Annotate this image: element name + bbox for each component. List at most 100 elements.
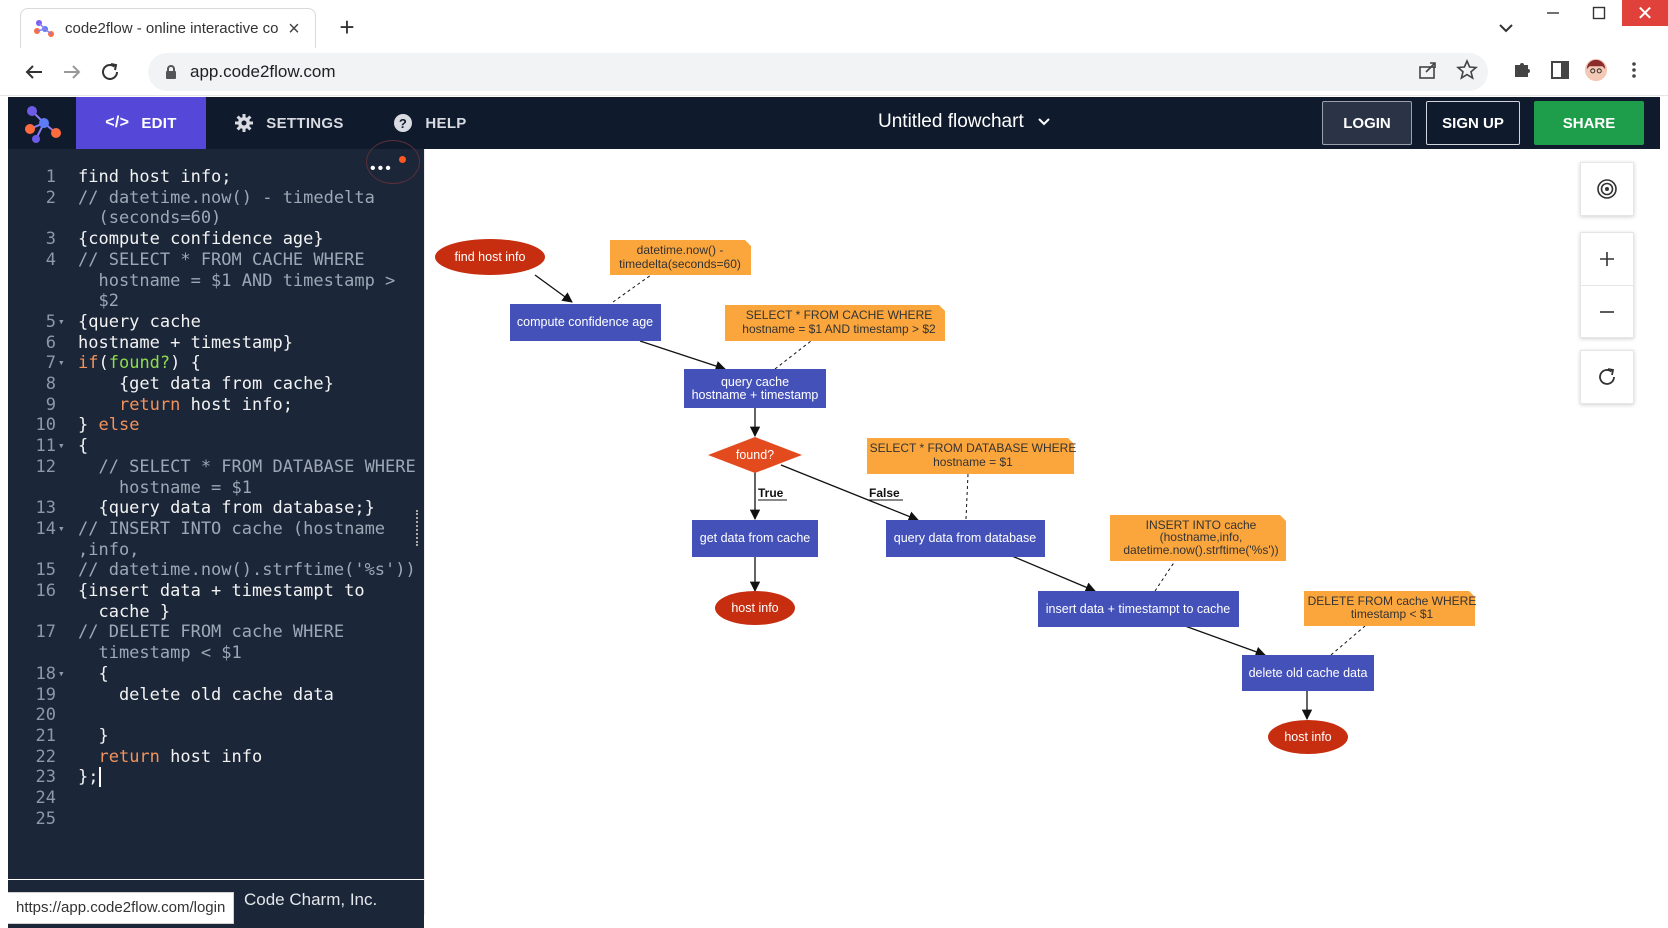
edge-label-true: True — [758, 486, 784, 500]
link-status-tooltip: https://app.code2flow.com/login — [8, 892, 235, 924]
profile-avatar[interactable] — [1584, 58, 1608, 82]
node-get-cache[interactable] — [692, 520, 818, 557]
share-page-icon[interactable] — [1416, 58, 1440, 82]
code-text: } else — [78, 415, 140, 436]
target-icon[interactable] — [1581, 163, 1633, 215]
node-host-info-2[interactable] — [1268, 720, 1348, 754]
more-dots-icon: ••• — [370, 160, 393, 177]
note-link-5 — [1330, 625, 1366, 656]
address-bar[interactable]: app.code2flow.com — [148, 53, 1488, 91]
node-query-cache[interactable] — [684, 369, 826, 408]
window-close-icon[interactable]: ✕ — [1622, 0, 1668, 26]
zoom-controls — [1580, 232, 1634, 338]
flowchart-canvas[interactable]: True False datetime.now() - timedelta(se… — [424, 149, 1652, 915]
line-number: 9 — [45, 394, 56, 415]
minimize-icon[interactable] — [1530, 0, 1576, 26]
new-tab-icon[interactable]: + — [339, 12, 355, 42]
fold-toggle-icon[interactable]: ▾ — [58, 666, 65, 680]
url-text: app.code2flow.com — [190, 62, 336, 81]
browser-menu-icon[interactable] — [1622, 58, 1646, 82]
line-number: 19 — [35, 684, 56, 705]
code2flow-logo-icon[interactable] — [22, 103, 66, 145]
note-2-line2: hostname = $1 AND timestamp > $2 — [742, 322, 936, 336]
signup-button[interactable]: SIGN UP — [1426, 101, 1520, 145]
note-1-line2: timedelta(seconds=60) — [619, 257, 741, 271]
code-text: $2 — [78, 291, 119, 312]
flowchart-svg: True False datetime.now() - timedelta(se… — [435, 239, 1476, 754]
node-host-info-1[interactable] — [715, 591, 795, 625]
login-button[interactable]: LOGIN — [1322, 101, 1412, 145]
flowchart-title-text: Untitled flowchart — [878, 111, 1024, 132]
refresh-control[interactable] — [1580, 350, 1634, 404]
zoom-out-icon[interactable] — [1581, 285, 1633, 337]
line-number: 21 — [35, 725, 56, 746]
fold-toggle-icon[interactable]: ▾ — [58, 314, 65, 328]
line-number: 22 — [35, 746, 56, 767]
line-number: 5 — [45, 311, 56, 332]
refresh-icon[interactable] — [1581, 351, 1633, 403]
share-button[interactable]: SHARE — [1534, 101, 1644, 145]
code-text: hostname = $1 AND timestamp > — [78, 270, 396, 291]
recenter-control[interactable] — [1580, 162, 1634, 216]
node-get-cache-label: get data from cache — [700, 531, 811, 545]
tab-settings-label: SETTINGS — [266, 114, 344, 132]
extensions-puzzle-icon[interactable] — [1510, 58, 1534, 82]
node-found-decision[interactable] — [708, 437, 802, 473]
browser-toolbar: app.code2flow.com — [0, 48, 1668, 96]
node-delete-label: delete old cache data — [1249, 666, 1368, 680]
node-delete[interactable] — [1242, 655, 1374, 691]
browser-tab[interactable]: code2flow - online interactive co × — [20, 8, 316, 48]
maximize-icon[interactable] — [1576, 0, 1622, 26]
line-number: 24 — [35, 788, 56, 808]
note-4 — [1110, 515, 1286, 561]
node-insert[interactable] — [1038, 591, 1239, 627]
note-2-line1: SELECT * FROM CACHE WHERE — [746, 308, 932, 322]
code-text: delete old cache data — [78, 684, 334, 705]
side-panel-icon[interactable] — [1548, 58, 1572, 82]
forward-icon[interactable] — [58, 58, 86, 86]
tab-settings[interactable]: SETTINGS — [224, 97, 354, 149]
panel-resize-handle[interactable] — [416, 510, 422, 546]
note-5-line2: timestamp < $1 — [1351, 607, 1434, 621]
zoom-in-icon[interactable] — [1581, 233, 1633, 285]
fold-toggle-icon[interactable]: ▾ — [58, 356, 65, 370]
fold-toggle-icon[interactable]: ▾ — [58, 521, 65, 535]
edge-compute-query — [639, 340, 726, 372]
line-number: 8 — [45, 374, 56, 394]
line-number: 4 — [45, 249, 56, 270]
node-host-info-2-label: host info — [1284, 730, 1331, 744]
code-text: {query data from database;} — [78, 498, 375, 519]
note-2 — [725, 305, 945, 341]
line-number: 1 — [45, 167, 56, 187]
note-link-2 — [774, 340, 812, 370]
line-number: 6 — [45, 332, 56, 353]
flowchart-title[interactable]: Untitled flowchart — [878, 111, 1052, 133]
tab-close-icon[interactable]: × — [288, 17, 300, 40]
node-query-db[interactable] — [886, 520, 1045, 557]
tab-strip: code2flow - online interactive co × + ✕ — [0, 0, 1668, 48]
tab-help[interactable]: ? HELP — [380, 97, 480, 149]
lock-icon — [166, 65, 176, 79]
node-start[interactable] — [435, 239, 545, 275]
tab-search-chevron-icon[interactable] — [1494, 16, 1518, 40]
bookmark-star-icon[interactable] — [1455, 58, 1479, 82]
edge-db-insert — [1011, 555, 1096, 593]
fold-toggle-icon[interactable]: ▾ — [58, 439, 65, 453]
tab-edit[interactable]: </> EDIT — [76, 97, 206, 149]
code-text: return host info — [98, 746, 263, 767]
line-number: 20 — [35, 705, 56, 726]
node-insert-label: insert data + timestampt to cache — [1046, 602, 1231, 616]
editor-options-button[interactable] — [366, 140, 420, 184]
code-text: hostname = $1 — [78, 477, 252, 498]
note-5 — [1304, 591, 1475, 626]
back-icon[interactable] — [20, 58, 48, 86]
code-text: ,info, — [78, 539, 140, 560]
note-4-line3: datetime.now().strftime('%s')) — [1123, 543, 1278, 557]
line-number: 25 — [35, 808, 56, 829]
line-number: 12 — [35, 456, 56, 477]
code-text: // SELECT * FROM DATABASE WHERE — [78, 456, 416, 477]
node-compute[interactable] — [510, 304, 661, 341]
reload-icon[interactable] — [96, 58, 124, 86]
code-text: }; — [78, 767, 99, 788]
